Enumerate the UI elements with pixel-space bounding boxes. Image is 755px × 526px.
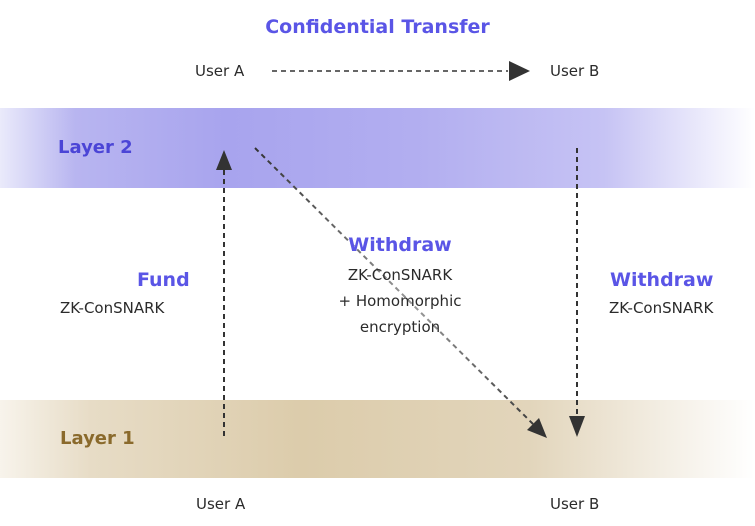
fund-title: Fund [137,269,190,291]
bottom-user-a-label: User A [196,495,246,513]
withdraw-center-title: Withdraw [348,234,452,256]
fund-arrow [216,150,232,436]
withdraw-right-title: Withdraw [610,269,714,291]
top-user-a-label: User A [195,62,245,80]
withdraw-center-line1: ZK-ConSNARK [347,266,453,284]
layer-2-label: Layer 2 [58,137,133,158]
withdraw-right-arrow [569,148,585,437]
layer-1-band [0,400,755,478]
withdraw-center-line2: + Homomorphic [338,292,462,310]
withdraw-right-detail: ZK-ConSNARK [609,299,714,317]
bottom-user-b-label: User B [550,495,600,513]
layer-2-band [0,108,755,188]
withdraw-diagonal-arrow [254,147,547,438]
top-user-b-label: User B [550,62,600,80]
diagram-title: Confidential Transfer [265,16,490,38]
layer-1-label: Layer 1 [60,428,135,449]
fund-detail: ZK-ConSNARK [60,299,165,317]
transfer-arrow [272,61,530,81]
withdraw-center-line3: encryption [359,318,441,336]
